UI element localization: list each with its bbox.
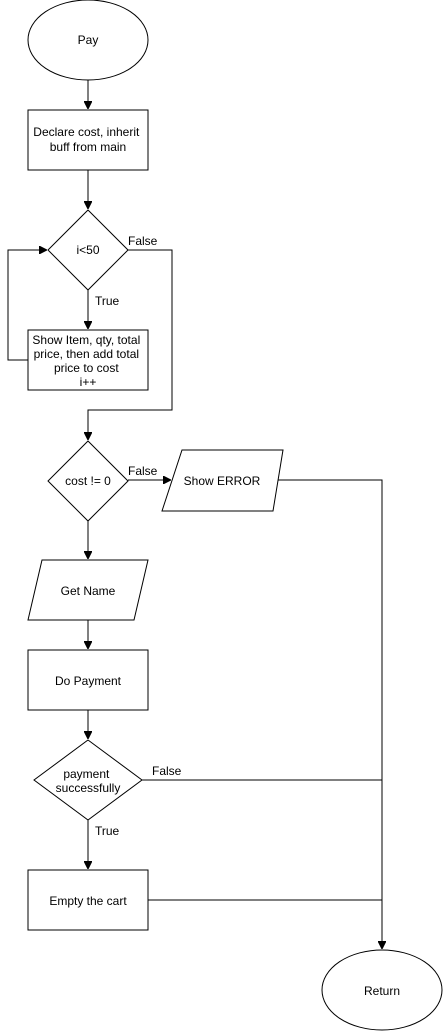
declare-label-line2: buff from main bbox=[50, 140, 126, 154]
loop-condition-label: i<50 bbox=[76, 243, 99, 257]
edge-loop-false bbox=[88, 249, 173, 439]
node-do-payment: Do Payment bbox=[27, 649, 149, 711]
svg-text:payment successfully: payment successfully bbox=[56, 767, 121, 795]
payment-condition-line1: payment bbox=[63, 767, 110, 781]
node-empty-cart: Empty the cart bbox=[27, 869, 149, 931]
node-show-item: Show Item, qty, total price, then add to… bbox=[27, 329, 149, 391]
show-item-line2: price, then add total bbox=[34, 347, 139, 361]
pay-label: Pay bbox=[78, 33, 99, 47]
loop-false-label: False bbox=[128, 234, 158, 248]
node-pay: Pay bbox=[27, 0, 149, 81]
node-payment-condition: payment successfully bbox=[33, 739, 143, 821]
edge-error-to-return bbox=[273, 479, 382, 948]
node-cost-condition: cost != 0 bbox=[47, 440, 129, 522]
svg-text:Declare cost, inherit bu: Declare cost, inherit buff from main bbox=[33, 125, 142, 154]
return-label: Return bbox=[364, 984, 400, 998]
node-show-error: Show ERROR bbox=[161, 449, 284, 512]
node-get-name: Get Name bbox=[27, 559, 149, 621]
show-item-line3: price to cost bbox=[54, 361, 119, 375]
edge-labels: False True False False True bbox=[95, 234, 182, 838]
edges bbox=[7, 80, 382, 948]
node-return: Return bbox=[321, 949, 443, 1031]
node-loop-condition: i<50 bbox=[47, 209, 129, 291]
payment-condition-line2: successfully bbox=[56, 781, 121, 795]
payment-false-label: False bbox=[152, 764, 182, 778]
node-declare: Declare cost, inherit buff from main bbox=[27, 109, 149, 171]
show-error-label: Show ERROR bbox=[184, 474, 261, 488]
declare-label-line1: Declare cost, inherit bbox=[33, 125, 140, 139]
payment-true-label: True bbox=[95, 824, 120, 838]
edge-loop-back bbox=[7, 250, 46, 361]
get-name-label: Get Name bbox=[61, 584, 116, 598]
cost-condition-label: cost != 0 bbox=[65, 474, 111, 488]
do-payment-label: Do Payment bbox=[55, 674, 122, 688]
loop-true-label: True bbox=[95, 294, 120, 308]
show-item-line4: i++ bbox=[80, 375, 97, 389]
empty-cart-label: Empty the cart bbox=[49, 894, 127, 908]
svg-text:Show Item, qty, total pr: Show Item, qty, total price, then add to… bbox=[32, 333, 143, 389]
show-item-line1: Show Item, qty, total bbox=[32, 333, 140, 347]
cost-false-label: False bbox=[128, 464, 158, 478]
